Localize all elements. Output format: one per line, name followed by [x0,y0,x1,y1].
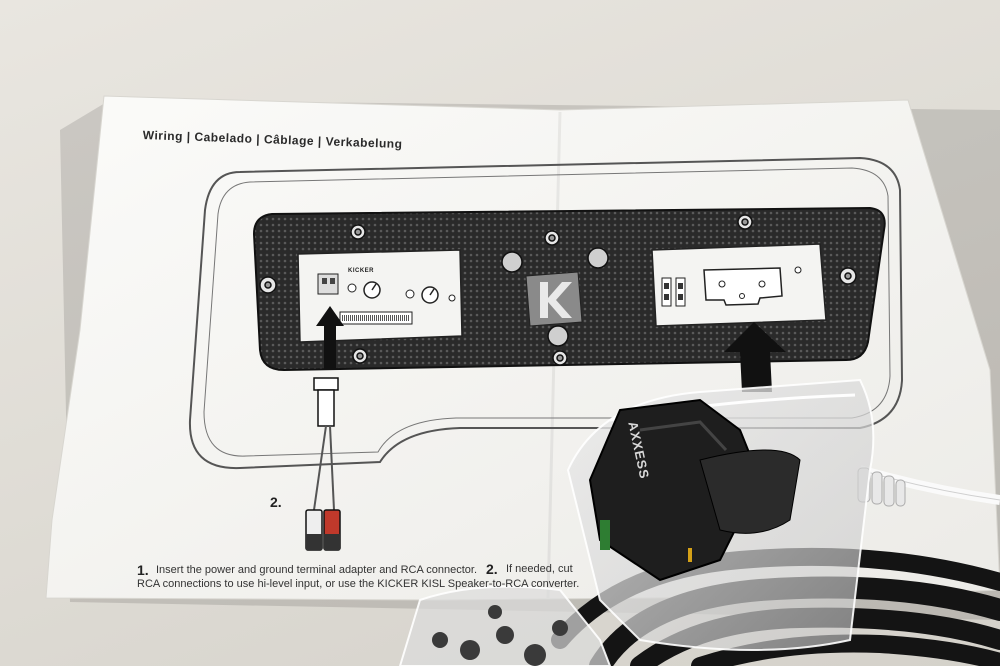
parts-pile [432,605,568,666]
panel-screws [259,214,857,366]
fuse-slot-1 [661,277,672,307]
arrow-up-icon [724,322,786,392]
step-1-text: Insert the power and ground terminal ada… [156,564,478,576]
step-2-number: 2. [486,561,498,577]
wiring-harness-connector [588,398,762,582]
rca-plug-head [313,377,339,391]
step-2-text: If needed, cut [506,563,573,575]
step-2-marker: 2. [270,494,282,510]
device-brand-label: KICKER [348,268,375,274]
step-1-text-continued: RCA connections to use hi-level input, o… [137,578,580,590]
fuse-slot-2 [675,277,686,307]
power-connector [703,267,783,306]
enclosure-inner-outline [203,167,891,457]
step-1-number: 1. [137,562,149,578]
arrow-up-icon [316,306,344,370]
kicker-logo-icon [525,271,583,327]
enclosure-outline [188,156,904,470]
